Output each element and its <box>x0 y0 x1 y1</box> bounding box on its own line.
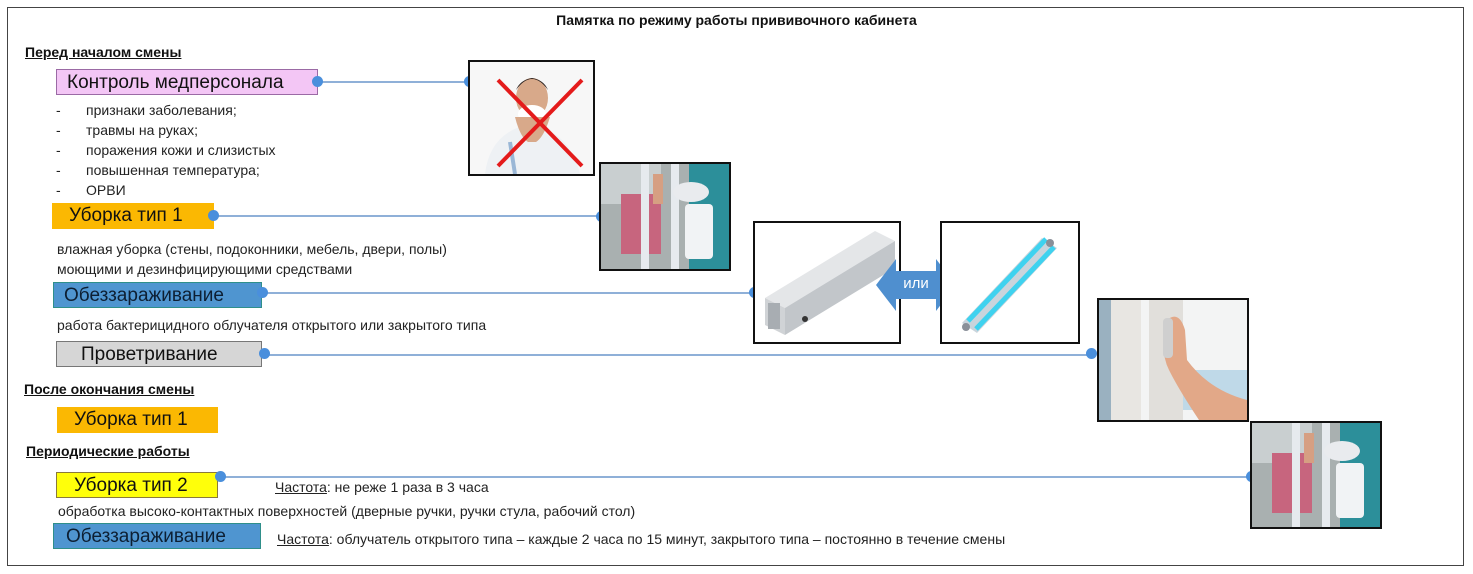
cleaning-spray-icon <box>1252 423 1380 527</box>
connector-line <box>214 215 602 217</box>
disinfection-desc: работа бактерицидного облучателя открыто… <box>57 317 487 333</box>
connector-line <box>264 354 1092 356</box>
connector-dot <box>208 210 219 221</box>
periodic-disinfection-frequency: Частота: облучатель открытого типа – каж… <box>277 531 1006 547</box>
cleaning-photo <box>599 162 731 271</box>
cleaning-type2-frequency: Частота: не реже 1 раза в 3 часа <box>275 479 489 495</box>
section-periodic: Периодические работы <box>26 443 190 459</box>
list-item: -повышенная температура; <box>56 162 260 178</box>
staff-control-list: -признаки заболевания; -травмы на руках;… <box>56 100 276 200</box>
cleaning-type1-label: Уборка тип 1 <box>52 203 214 229</box>
cleaning-type2-label: Уборка тип 2 <box>56 472 218 498</box>
connector-line <box>262 292 756 294</box>
sick-doctor-image <box>468 60 595 176</box>
open-irradiator-image <box>940 221 1080 344</box>
list-item: -ОРВИ <box>56 182 126 198</box>
window-handle-icon <box>1099 300 1247 420</box>
staff-control-label: Контроль медперсонала <box>56 69 318 95</box>
connector-dot <box>257 287 268 298</box>
document-frame <box>7 7 1464 566</box>
list-item: -признаки заболевания; <box>56 102 237 118</box>
uv-lamp-icon <box>942 223 1078 342</box>
cleaning-spray-icon <box>601 164 729 269</box>
section-before-shift: Перед началом смены <box>25 44 182 60</box>
page-title: Памятка по режиму работы прививочного ка… <box>556 12 917 28</box>
cleaning-photo-2 <box>1250 421 1382 529</box>
list-item: -травмы на руках; <box>56 122 198 138</box>
section-after-shift: После окончания смены <box>24 381 195 397</box>
connector-line <box>220 476 1254 478</box>
window-handle-image <box>1097 298 1249 422</box>
connector-dot <box>259 348 270 359</box>
after-cleaning-type1-label: Уборка тип 1 <box>57 407 218 433</box>
periodic-disinfection-label: Обеззараживание <box>53 523 261 549</box>
double-arrow-icon <box>876 259 956 311</box>
connector-dot <box>215 471 226 482</box>
sick-doctor-crossed-icon <box>470 62 593 174</box>
connector-line <box>318 81 470 83</box>
disinfection-label: Обеззараживание <box>53 282 262 308</box>
cleaning-type1-desc-1: влажная уборка (стены, подоконники, мебе… <box>57 241 447 257</box>
ventilation-label: Проветривание <box>56 341 262 367</box>
connector-dot <box>1086 348 1097 359</box>
connector-dot <box>312 76 323 87</box>
or-label: или <box>903 275 929 292</box>
closed-irradiator-image <box>753 221 901 344</box>
cleaning-type1-desc-2: моющими и дезинфицирующими средствами <box>57 261 353 277</box>
closed-irradiator-icon <box>755 223 899 342</box>
list-item: -поражения кожи и слизистых <box>56 142 276 158</box>
or-double-arrow: или <box>876 259 956 311</box>
cleaning-type2-desc: обработка высоко-контактных поверхностей… <box>58 503 636 519</box>
